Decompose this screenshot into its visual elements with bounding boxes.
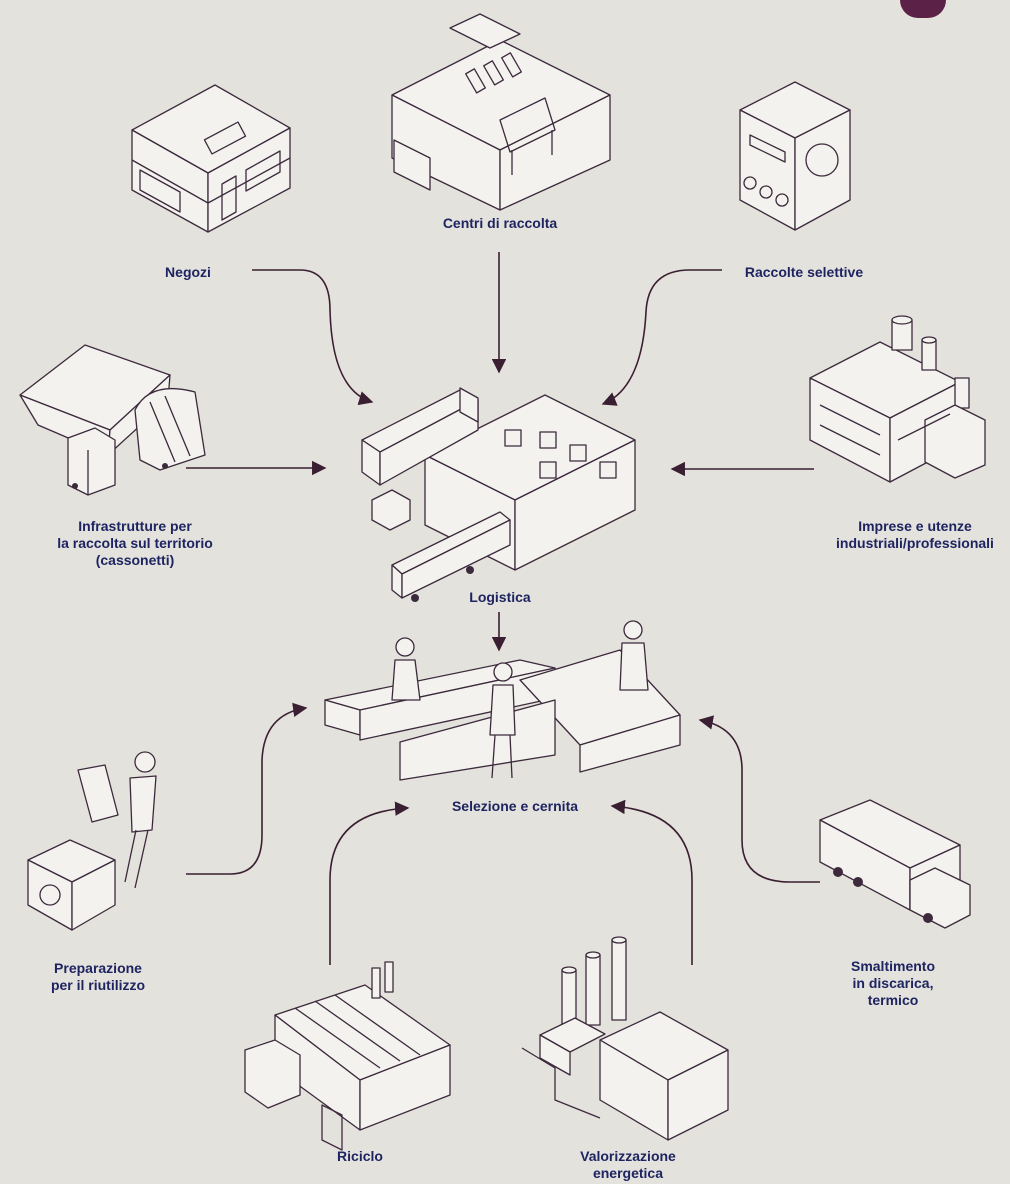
label-imprese: Imprese e utenze industriali/professiona… (836, 518, 994, 551)
label-centri-di-raccolta: Centri di raccolta (442, 215, 558, 231)
energy-plant-illustration (521, 936, 729, 1141)
arrow-negozi-to-logistics (252, 269, 374, 406)
label-infrastrutture: Infrastrutture per la raccolta sul terri… (57, 518, 213, 568)
selective-bin-illustration (739, 81, 851, 231)
label-negozi: Negozi (165, 264, 211, 280)
label-raccolte-selettive: Raccolte selettive (744, 264, 864, 280)
shop-illustration (131, 84, 291, 233)
arrow-preparazione-to-sorting (186, 702, 308, 875)
collection-center-illustration (391, 13, 611, 211)
industrial-building-illustration (809, 315, 986, 483)
arrow-selettive-to-logistics (601, 269, 722, 406)
label-preparazione: Preparazione per il riutilizzo (50, 960, 146, 993)
garbage-truck-illustration (819, 799, 971, 929)
arrow-riciclo-to-sorting (329, 801, 410, 965)
logistics-hub-illustration (361, 387, 636, 602)
label-smaltimento: Smaltimento in discarica, termico (850, 958, 935, 1008)
recycling-plant-illustration (244, 961, 451, 1151)
label-valorizzazione: Valorizzazione energetica (580, 1148, 676, 1181)
arrow-valorizzazione-to-sorting (610, 799, 693, 965)
sorting-station-illustration (324, 620, 681, 781)
label-selezione-e-cernita: Selezione e cernita (451, 798, 579, 814)
reuse-preparation-illustration (27, 751, 157, 931)
label-riciclo: Riciclo (337, 1148, 383, 1164)
label-logistica: Logistica (469, 589, 531, 605)
brand-corner-shape (900, 0, 946, 18)
arrow-smaltimento-to-sorting (698, 715, 820, 883)
street-containers-illustration (19, 344, 206, 496)
